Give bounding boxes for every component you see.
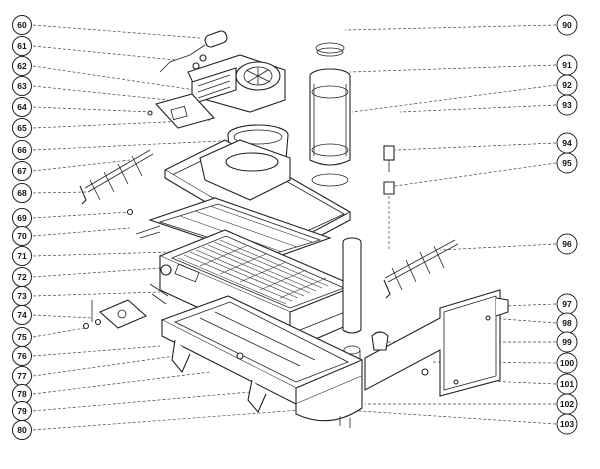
svg-text:60: 60 (17, 20, 27, 30)
callout-67: 67 (12, 161, 32, 181)
callout-66: 66 (12, 140, 32, 160)
filter-tube (309, 42, 351, 187)
callout-98: 98 (556, 312, 578, 334)
svg-text:78: 78 (17, 389, 27, 399)
callout-73: 73 (12, 286, 32, 306)
svg-text:102: 102 (560, 399, 574, 409)
callout-63: 63 (12, 76, 32, 96)
svg-text:63: 63 (17, 81, 27, 91)
column-tube (342, 237, 362, 360)
callout-64: 64 (12, 97, 32, 117)
callout-101: 101 (556, 373, 578, 395)
callout-72: 72 (12, 267, 32, 287)
svg-text:72: 72 (17, 272, 27, 282)
screw (126, 208, 134, 216)
callout-95: 95 (556, 152, 578, 174)
svg-text:100: 100 (560, 358, 574, 368)
svg-text:65: 65 (17, 123, 27, 133)
svg-text:69: 69 (17, 213, 27, 223)
svg-text:64: 64 (17, 102, 27, 112)
svg-text:91: 91 (562, 60, 572, 70)
callouts-right: 90 91 92 93 94 95 96 97 98 99 100 101 10… (556, 14, 578, 435)
callout-70: 70 (12, 226, 32, 246)
leader-lines (32, 24, 557, 431)
callout-65: 65 (12, 118, 32, 138)
svg-text:96: 96 (562, 239, 572, 249)
svg-text:92: 92 (562, 80, 572, 90)
callout-60: 60 (12, 15, 32, 35)
base-tray (160, 295, 364, 428)
callout-100: 100 (556, 352, 578, 374)
control-plate (147, 93, 216, 129)
svg-text:103: 103 (560, 419, 574, 429)
callout-62: 62 (12, 56, 32, 76)
callout-71: 71 (12, 246, 32, 266)
svg-text:75: 75 (17, 332, 27, 342)
svg-text:70: 70 (17, 231, 27, 241)
switch-bracket (82, 283, 169, 330)
svg-text:66: 66 (17, 145, 27, 155)
callout-103: 103 (556, 413, 578, 435)
svg-text:73: 73 (17, 291, 27, 301)
svg-text:94: 94 (562, 138, 572, 148)
callout-94: 94 (556, 132, 578, 154)
callout-92: 92 (556, 74, 578, 96)
callout-93: 93 (556, 94, 578, 116)
svg-text:101: 101 (560, 379, 574, 389)
callout-75: 75 (12, 327, 32, 347)
callout-102: 102 (556, 393, 578, 415)
callout-99: 99 (556, 331, 578, 353)
svg-text:77: 77 (17, 371, 27, 381)
svg-text:99: 99 (562, 337, 572, 347)
clip-part (371, 331, 389, 351)
callout-91: 91 (556, 54, 578, 76)
callout-76: 76 (12, 346, 32, 366)
svg-text:80: 80 (17, 425, 27, 435)
svg-text:62: 62 (17, 61, 27, 71)
svg-text:90: 90 (562, 20, 572, 30)
callout-74: 74 (12, 305, 32, 325)
callout-77: 77 (12, 366, 32, 386)
valve-fitting (383, 145, 395, 195)
svg-text:95: 95 (562, 158, 572, 168)
svg-text:98: 98 (562, 318, 572, 328)
callout-69: 69 (12, 208, 32, 228)
blower-housing (187, 54, 286, 113)
callout-97: 97 (556, 293, 578, 315)
callout-68: 68 (12, 183, 32, 203)
right-heating-rod (383, 239, 459, 299)
callout-80: 80 (12, 420, 32, 440)
svg-text:74: 74 (17, 310, 27, 320)
svg-text:79: 79 (17, 406, 27, 416)
svg-text:93: 93 (562, 100, 572, 110)
svg-text:61: 61 (17, 41, 27, 51)
svg-text:67: 67 (17, 166, 27, 176)
callout-78: 78 (12, 384, 32, 404)
heating-grid (177, 239, 329, 305)
callout-90: 90 (556, 14, 578, 36)
callout-96: 96 (556, 233, 578, 255)
mounting-bracket (364, 289, 509, 397)
callouts-left: 60 61 62 63 64 65 66 67 68 69 70 71 72 7… (12, 15, 32, 440)
left-heating-rod (79, 149, 154, 205)
svg-text:71: 71 (17, 251, 27, 261)
svg-text:68: 68 (17, 188, 27, 198)
callout-61: 61 (12, 36, 32, 56)
svg-text:76: 76 (17, 351, 27, 361)
callout-79: 79 (12, 401, 32, 421)
svg-text:97: 97 (562, 299, 572, 309)
motor-capacitor (159, 30, 228, 73)
